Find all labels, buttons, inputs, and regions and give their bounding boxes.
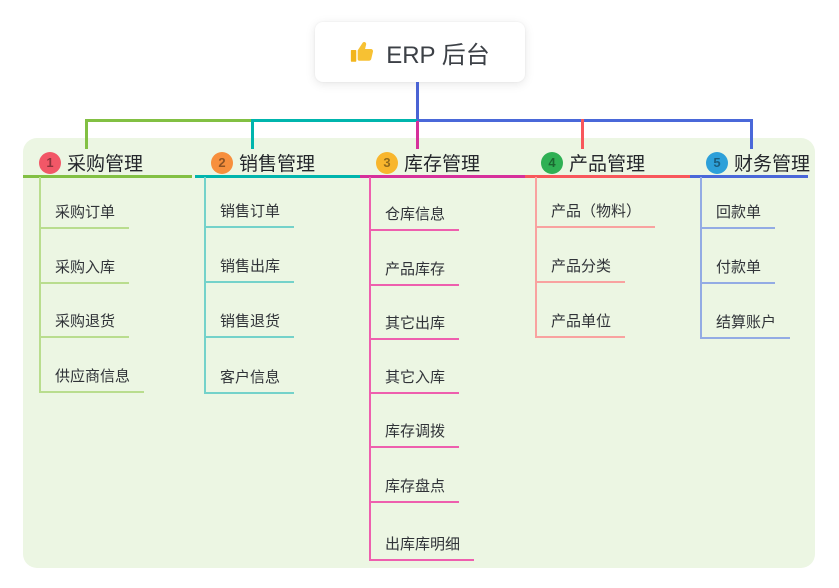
branch-header[interactable]: 3 库存管理 xyxy=(360,150,527,178)
child-node[interactable]: 销售订单 xyxy=(204,202,295,228)
child-node[interactable]: 仓库信息 xyxy=(369,205,460,231)
child-node[interactable]: 产品（物料） xyxy=(535,202,656,228)
branch-trunk-line xyxy=(39,177,41,393)
child-node[interactable]: 结算账户 xyxy=(700,313,791,339)
branch-drop-line-3 xyxy=(416,121,419,149)
branch-header[interactable]: 1 采购管理 xyxy=(23,150,192,178)
branch-drop-line-4 xyxy=(581,119,584,149)
child-node[interactable]: 供应商信息 xyxy=(39,367,145,393)
branch-trunk-line xyxy=(204,177,206,394)
child-node[interactable]: 付款单 xyxy=(700,258,776,284)
branch-header[interactable]: 4 产品管理 xyxy=(525,150,692,178)
child-node[interactable]: 采购退货 xyxy=(39,312,130,338)
branch-number-badge: 4 xyxy=(541,151,563,174)
child-node[interactable]: 其它入库 xyxy=(369,368,460,394)
child-node[interactable]: 采购入库 xyxy=(39,258,130,284)
branch-title: 采购管理 xyxy=(67,154,144,175)
branch-header[interactable]: 5 财务管理 xyxy=(690,150,811,178)
connector-horizontal-teal xyxy=(254,119,417,122)
branch-trunk-line xyxy=(535,177,537,338)
branch-title: 库存管理 xyxy=(404,154,481,175)
branch-header[interactable]: 2 销售管理 xyxy=(195,150,362,178)
child-node[interactable]: 产品分类 xyxy=(535,257,626,283)
branch-trunk-line xyxy=(369,177,371,561)
root-node[interactable]: ERP 后台 xyxy=(315,22,525,82)
branch-number-badge: 2 xyxy=(211,151,233,174)
child-node[interactable]: 库存盘点 xyxy=(369,477,460,503)
branch-drop-line-2 xyxy=(251,119,254,149)
child-node[interactable]: 采购订单 xyxy=(39,203,130,229)
connector-horizontal-green xyxy=(86,119,254,122)
branch-drop-line-5 xyxy=(750,119,753,149)
child-node[interactable]: 客户信息 xyxy=(204,368,295,394)
child-node[interactable]: 回款单 xyxy=(700,203,776,229)
branch-title: 销售管理 xyxy=(239,154,316,175)
mindmap-background-panel xyxy=(23,138,815,568)
child-node[interactable]: 产品库存 xyxy=(369,260,460,286)
child-node[interactable]: 产品单位 xyxy=(535,312,626,338)
branch-trunk-line xyxy=(700,177,702,339)
child-node[interactable]: 出库库明细 xyxy=(369,535,475,561)
thumbs-up-icon xyxy=(350,39,376,65)
branch-drop-line-1 xyxy=(85,119,88,149)
branch-title: 财务管理 xyxy=(734,154,811,175)
branch-number-badge: 5 xyxy=(706,151,728,174)
branch-title: 产品管理 xyxy=(569,154,646,175)
connector-horizontal-blue xyxy=(417,119,753,122)
child-node[interactable]: 销售退货 xyxy=(204,312,295,338)
branch-number-badge: 3 xyxy=(376,151,398,174)
child-node[interactable]: 库存调拨 xyxy=(369,422,460,448)
root-title: ERP 后台 xyxy=(386,41,490,69)
child-node[interactable]: 销售出库 xyxy=(204,257,295,283)
branch-number-badge: 1 xyxy=(39,151,61,174)
root-connector-line xyxy=(416,82,419,122)
child-node[interactable]: 其它出库 xyxy=(369,314,460,340)
